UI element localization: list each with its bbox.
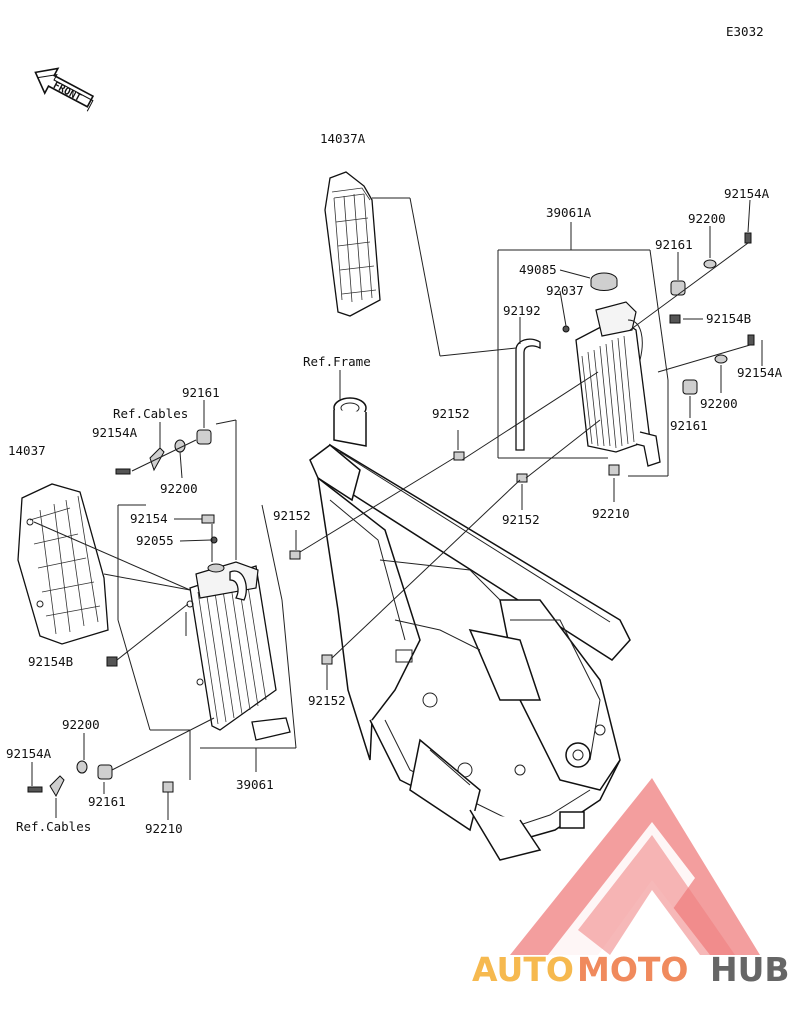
clip-92152-a: [453, 451, 465, 461]
radiator-cap: [590, 272, 618, 291]
label-washer-r-low: 92200: [700, 396, 738, 411]
bolt-92154b-right: [669, 314, 681, 324]
label-clip-r-a: 92152: [432, 406, 470, 421]
label-radiator-left: 39061: [236, 777, 274, 792]
label-ref-frame: Ref.Frame: [303, 354, 371, 369]
hose-92192: [515, 338, 541, 451]
radiator-grille-left: [17, 483, 109, 645]
label-drain-l: 92210: [145, 821, 183, 836]
label-radiator-right: 39061A: [546, 205, 592, 220]
label-clip-l-b: 92152: [308, 693, 346, 708]
label-ref-cables-bottom: Ref.Cables: [16, 819, 91, 834]
label-washer-l-low: 92200: [62, 717, 100, 732]
label-grommet-r-low: 92161: [670, 418, 708, 433]
label-bolt-l-mid: 92154B: [28, 654, 73, 669]
bolt-92154a-left-top: [115, 468, 131, 475]
label-washer-l-top: 92200: [160, 481, 198, 496]
cable-clamp-bottom: [49, 775, 65, 798]
frame-drawing: [309, 397, 631, 861]
plug-92154: [201, 514, 215, 524]
label-bolt-r-low: 92154A: [737, 365, 783, 380]
gasket-92037: [562, 325, 570, 333]
clip-92152-left-a: [289, 550, 301, 560]
label-plug-l: 92154: [130, 511, 168, 526]
automotohub-logo: [510, 778, 760, 955]
watermark-text-auto: AUTO: [472, 950, 574, 989]
label-washer-r-top: 92200: [688, 211, 726, 226]
radiator-grille-right: [324, 171, 381, 317]
clip-92152-left-b: [321, 654, 333, 665]
label-ref-cables-top: Ref.Cables: [113, 406, 188, 421]
label-bolt-r-top: 92154A: [724, 186, 770, 201]
watermark-text-hub: HUB: [710, 950, 790, 989]
label-bolt-l-low: 92154A: [6, 746, 52, 761]
drain-92210-right: [608, 464, 620, 476]
label-grommet-r-top: 92161: [655, 237, 693, 252]
clip-92152-b: [516, 473, 528, 483]
radiator-left: [186, 561, 291, 741]
watermark-text-moto: MOTO: [577, 950, 688, 989]
radiator-right: [575, 301, 661, 467]
grommet-92161-left-top: [196, 429, 212, 445]
label-drain-r: 92210: [592, 506, 630, 521]
label-bolt-l-top: 92154A: [92, 425, 138, 440]
label-gasket-right: 92037: [546, 283, 584, 298]
label-grille-right: 14037A: [320, 131, 366, 146]
label-grille-left: 14037: [8, 443, 46, 458]
grommet-92161-left-low: [97, 764, 113, 780]
bolt-92154a-low: [747, 334, 755, 346]
label-cap: 49085: [519, 262, 557, 277]
grommet-92161-low: [682, 379, 698, 395]
washer-92200-top: [703, 259, 717, 269]
label-clip-l-a: 92152: [273, 508, 311, 523]
washer-92200-low: [714, 354, 728, 364]
drain-92210-left: [162, 781, 174, 793]
label-clip-r-b: 92152: [502, 512, 540, 527]
diagram-code: E3032: [726, 24, 764, 39]
bolt-92154a-top: [744, 232, 752, 244]
label-grommet-l-top: 92161: [182, 385, 220, 400]
bolt-92154b-left: [106, 656, 118, 667]
label-hose-right: 92192: [503, 303, 541, 318]
label-bolt-r-mid: 92154B: [706, 311, 751, 326]
leader-lines: [31, 197, 763, 820]
bolt-92154a-left-low: [27, 786, 43, 793]
label-gasket-l: 92055: [136, 533, 174, 548]
front-arrow-icon: FRONT: [34, 67, 95, 112]
label-grommet-l-low: 92161: [88, 794, 126, 809]
washer-92200-left-low: [76, 760, 88, 774]
grommet-92161-top: [670, 280, 686, 296]
